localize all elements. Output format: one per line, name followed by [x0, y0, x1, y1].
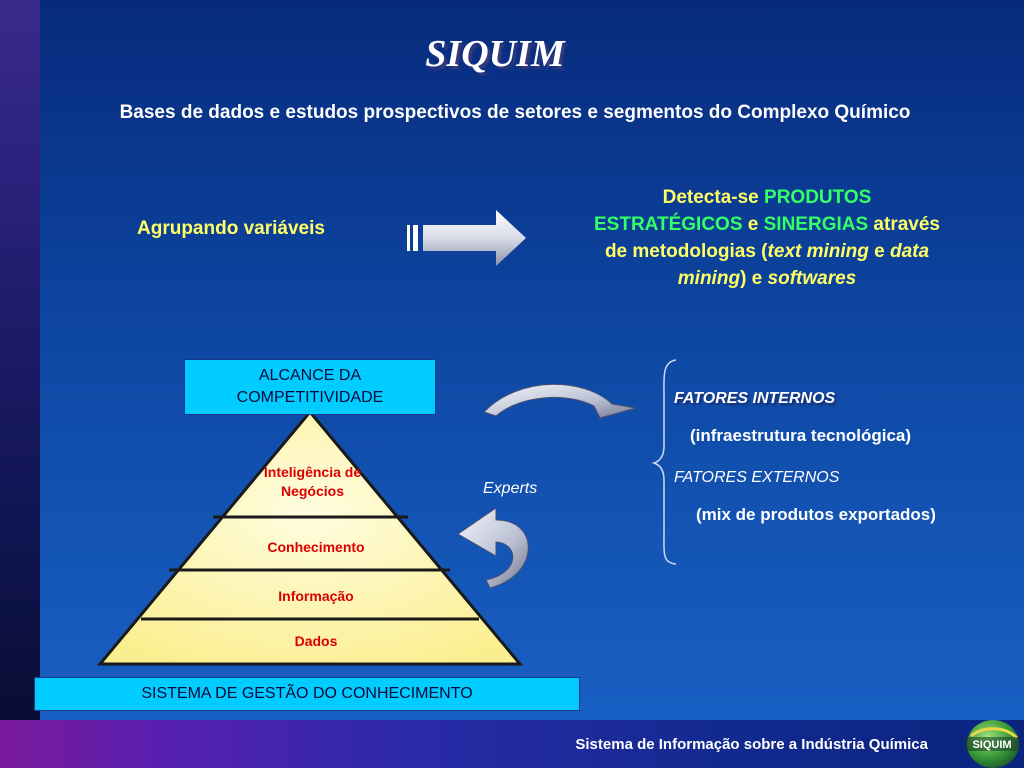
grouping-label: Agrupando variáveis: [137, 218, 325, 239]
pyramid-level-data: Dados: [294, 633, 338, 649]
experts-label: Experts: [483, 480, 538, 497]
pyramid-level-business-intelligence: Inteligência de Negócios: [263, 464, 362, 499]
knowledge-pyramid: [96, 409, 524, 666]
knowledge-management-box: SISTEMA DE GESTÃO DO CONHECIMENTO: [34, 677, 580, 711]
slide-title: SIQUIM: [425, 33, 565, 75]
slide-subtitle: Bases de dados e estudos prospectivos de…: [119, 102, 911, 123]
footer-caption: Sistema de Informação sobre a Indústria …: [575, 736, 928, 753]
external-factors-desc: (mix de produtos exportados): [696, 505, 936, 524]
pyramid-level-information: Informação: [278, 588, 354, 604]
svg-text:SIQUIM: SIQUIM: [972, 739, 1011, 751]
footer-bar: [0, 720, 1024, 768]
curved-arrow-icon: [483, 383, 637, 419]
left-decor-strip: [0, 0, 40, 720]
competitiveness-box: ALCANCE DA COMPETITIVIDADE: [184, 359, 436, 415]
siquim-logo-icon: SIQUIM: [965, 720, 1019, 768]
right-arrow-icon: [407, 210, 526, 266]
return-arrow-icon: [457, 507, 529, 589]
internal-factors-title: FATORES INTERNOS: [674, 390, 836, 407]
brace-icon: [651, 359, 677, 565]
internal-factors-desc: (infraestrutura tecnológica): [690, 426, 912, 445]
pyramid-level-knowledge: Conhecimento: [267, 539, 365, 555]
detection-text: Detecta-se PRODUTOS ESTRATÉGICOS e SINER…: [594, 187, 940, 289]
external-factors-title: FATORES EXTERNOS: [674, 469, 840, 486]
